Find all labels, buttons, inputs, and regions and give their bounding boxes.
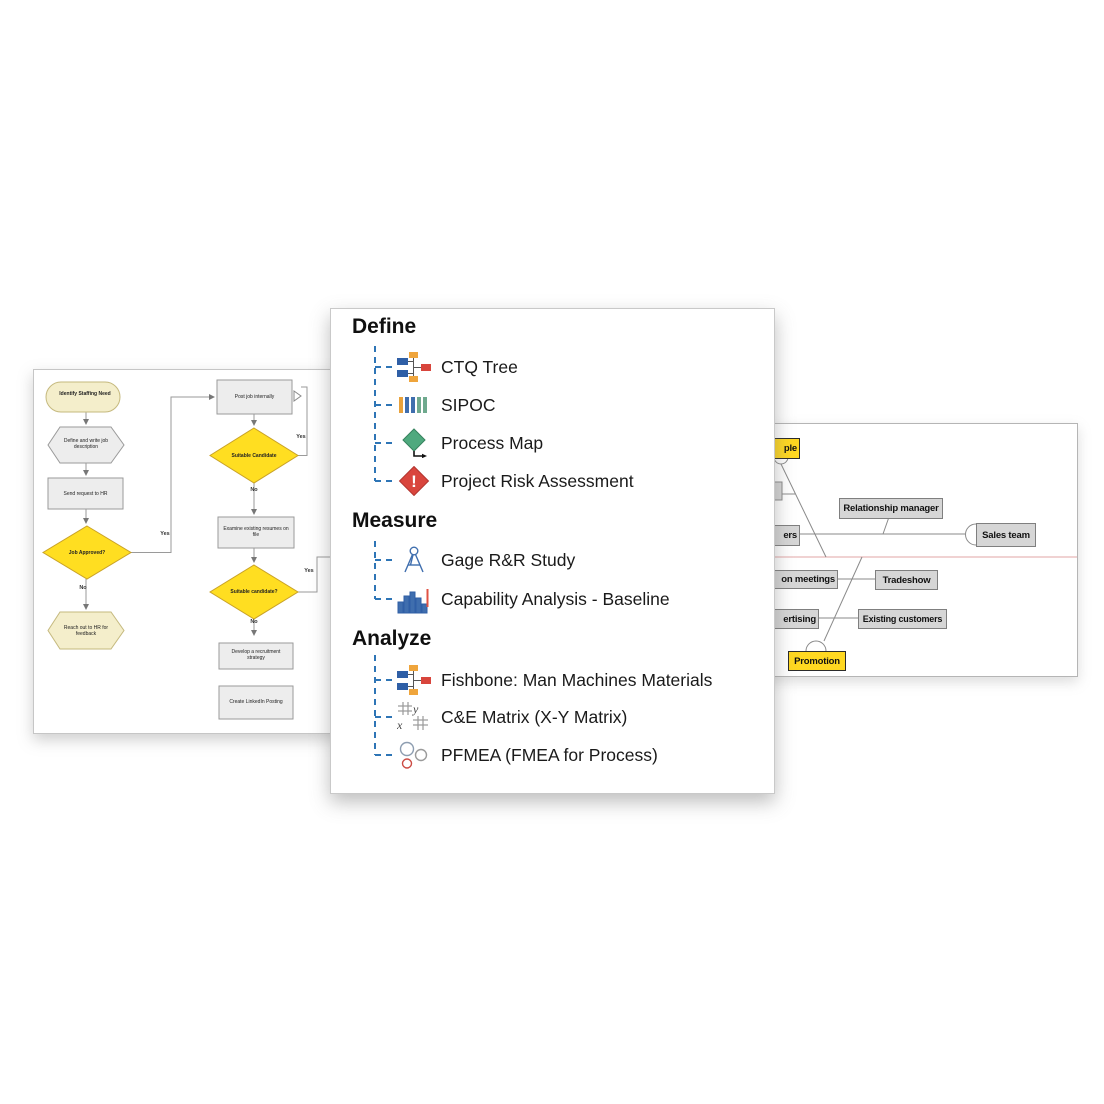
promotion-rib (823, 556, 863, 642)
tool-item-pfmea[interactable]: PFMEA (FMEA for Process) (397, 740, 658, 770)
terminator-identify-staffing-need[interactable] (45, 381, 121, 413)
sipoc-bars-icon (399, 397, 427, 413)
tool-label: C&E Matrix (X-Y Matrix) (441, 706, 628, 727)
svg-text:!: ! (411, 472, 417, 491)
matrix-grid-icon: y x (397, 702, 428, 732)
ctq-tree-icon (397, 352, 431, 382)
dmaic-tools-panel: Define CTQ Tree SIPOC Process Map ! (330, 308, 775, 794)
process-examine-resumes[interactable] (217, 516, 295, 549)
relationship-manager-connector (882, 516, 890, 535)
cause-box-tradeshow[interactable]: Tradeshow (875, 570, 938, 590)
pfmea-circles-icon (399, 741, 428, 769)
tool-label: SIPOC (441, 394, 496, 415)
tool-item-gage-rr[interactable]: Gage R&R Study (397, 545, 575, 575)
promotion-attach-arc (805, 640, 827, 652)
prep-reach-out-to-hr[interactable] (47, 611, 125, 650)
fishbone-tree-icon (397, 665, 431, 695)
flowchart-connectors (83, 386, 336, 636)
process-map-icon (402, 428, 427, 458)
category-box-promotion[interactable]: Promotion (788, 651, 846, 671)
process-create-linkedin-posting[interactable] (218, 685, 294, 720)
process-send-request-to-hr[interactable] (47, 477, 124, 510)
cause-box-relationship-manager[interactable]: Relationship manager (839, 498, 943, 519)
effect-box-sales-team[interactable]: Sales team (976, 523, 1036, 547)
yes-branch-2 (298, 386, 308, 456)
cause-box-existing-customers[interactable]: Existing customers (858, 609, 947, 629)
tool-label: Process Map (441, 432, 544, 453)
tool-item-sipoc[interactable]: SIPOC (397, 390, 495, 420)
section-heading-measure: Measure (352, 509, 438, 532)
fishbone-canvas (761, 456, 1077, 652)
category-box-people[interactable]: ple (774, 438, 800, 459)
dmaic-tree-connectors (374, 346, 392, 756)
section-heading-define: Define (352, 315, 417, 338)
histogram-icon (397, 589, 429, 614)
yes-branch-3 (298, 556, 336, 593)
flowchart-page-panel: Identify Staffing Need Define and write … (33, 369, 345, 734)
decision-job-approved[interactable] (42, 525, 132, 580)
process-post-job-internally[interactable] (216, 379, 293, 415)
people-rib (780, 463, 827, 558)
tool-item-risk-assessment[interactable]: ! Project Risk Assessment (397, 466, 634, 496)
tool-item-fishbone[interactable]: Fishbone: Man Machines Materials (397, 665, 712, 695)
offpage-triangle-icon[interactable] (293, 390, 302, 402)
cause-box-advertising[interactable]: ertising (772, 609, 819, 629)
svg-text:x: x (397, 718, 403, 732)
process-develop-strategy[interactable] (218, 642, 294, 670)
gage-caliper-icon (404, 546, 424, 573)
tool-item-ce-matrix[interactable]: y x C&E Matrix (X-Y Matrix) (397, 702, 627, 732)
svg-text:y: y (412, 702, 419, 716)
section-heading-analyze: Analyze (352, 627, 432, 650)
tool-label: Gage R&R Study (441, 549, 576, 570)
flowchart-canvas (42, 379, 336, 720)
fishbone-page-panel: ple ers Relationship manager Sales team … (760, 423, 1078, 677)
yes-branch-1 (131, 394, 215, 553)
cause-box-meetings[interactable]: on meetings (772, 570, 838, 589)
tool-label: Fishbone: Man Machines Materials (441, 669, 713, 690)
prep-define-job-description[interactable] (47, 426, 125, 464)
cause-box-ers[interactable]: ers (774, 525, 800, 546)
tool-label: PFMEA (FMEA for Process) (441, 744, 658, 765)
tool-item-ctq-tree[interactable]: CTQ Tree (397, 352, 518, 382)
tool-label: Capability Analysis - Baseline (441, 588, 670, 609)
tool-label: CTQ Tree (441, 356, 518, 377)
tool-label: Project Risk Assessment (441, 470, 634, 491)
fish-head-arc (965, 523, 977, 546)
risk-diamond-icon: ! (398, 466, 430, 496)
tool-item-capability-analysis[interactable]: Capability Analysis - Baseline (397, 584, 670, 614)
decision-suitable-candidate-2[interactable] (209, 564, 299, 620)
tool-item-process-map[interactable]: Process Map (397, 428, 543, 458)
decision-suitable-candidate-1[interactable] (209, 427, 299, 484)
